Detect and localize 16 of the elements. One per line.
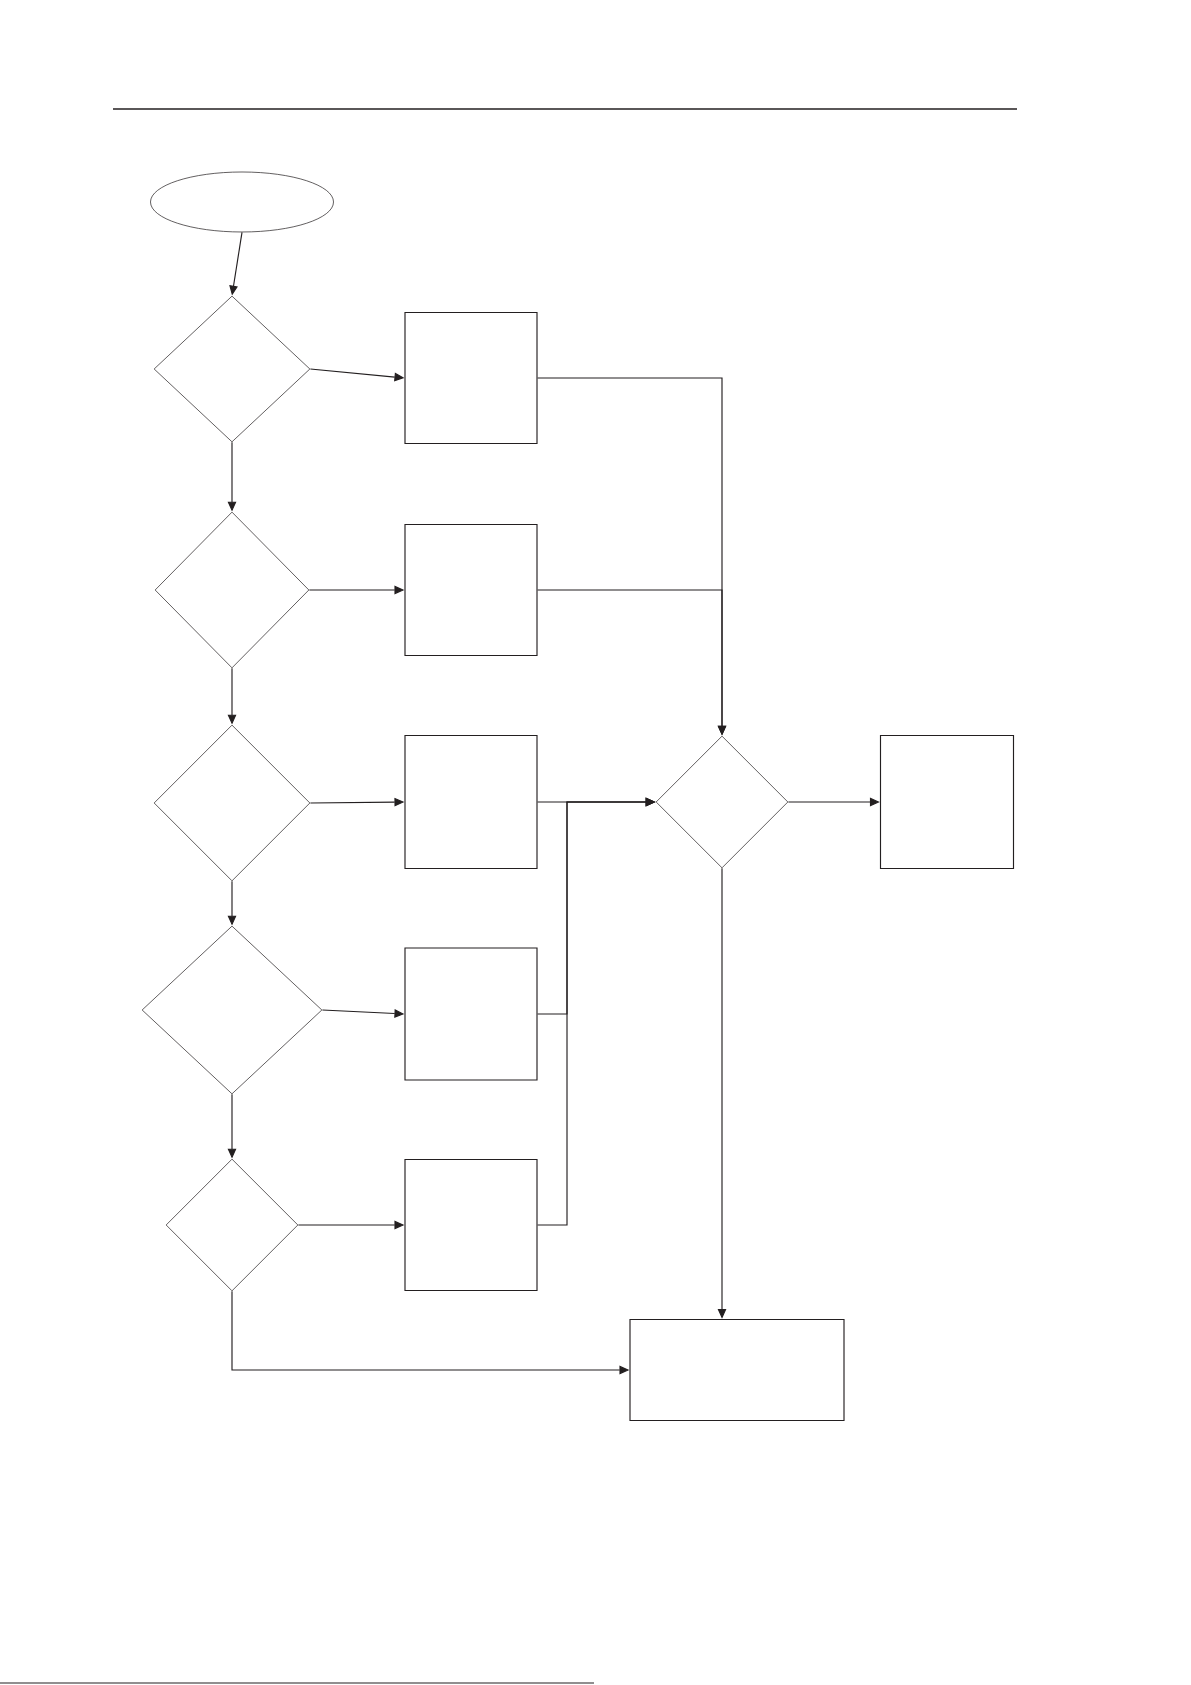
- process-box: [404, 734, 538, 870]
- decision-diamond: [154, 511, 310, 669]
- process-box: [404, 947, 538, 1081]
- decision-diamond: [655, 735, 789, 869]
- process-box: [404, 523, 538, 657]
- decision-diamond: [153, 724, 311, 882]
- decision-diamond: [165, 1158, 299, 1292]
- decision-diamond: [153, 295, 311, 443]
- ellipse-node: [150, 171, 334, 233]
- process-box: [404, 1158, 538, 1292]
- decision-diamond: [141, 925, 323, 1095]
- process-box: [879, 734, 1015, 870]
- arrow: [717, 867, 727, 1319]
- process-box: [404, 311, 538, 445]
- process-box: [629, 1318, 845, 1422]
- arrow: [787, 797, 880, 807]
